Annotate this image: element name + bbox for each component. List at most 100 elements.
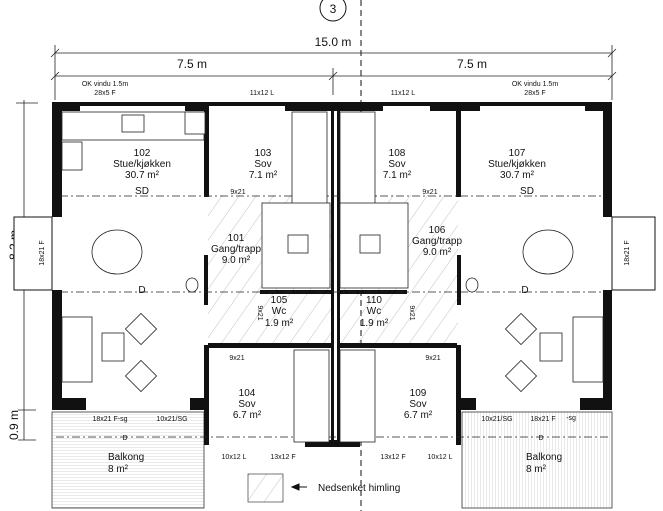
sofa-right — [572, 316, 604, 383]
room-106: 106 Gang/trapp 9.0 m² — [412, 225, 462, 258]
bed-109 — [339, 349, 376, 443]
chimney-left — [185, 277, 199, 293]
room-105: 105 Wc 1.9 m² — [265, 295, 294, 329]
grid-marker-label: 3 — [330, 2, 337, 16]
door-109: 9x21 — [425, 355, 440, 362]
d-label-left: D — [138, 285, 145, 296]
svg-text:107: 107 — [509, 148, 526, 159]
dimension-left-width: 7.5 m — [177, 57, 207, 71]
window-bottom-3: 13x12 F — [380, 454, 405, 461]
stove-icon — [184, 111, 206, 135]
dining-table-left — [91, 229, 143, 275]
sofa-left — [61, 316, 93, 383]
balcony-right-window-suffix: -sg — [566, 415, 576, 422]
svg-text:Sov: Sov — [254, 159, 271, 170]
room-102: 102 Stue/kjøkken 30.7 m² — [113, 148, 171, 181]
svg-text:105: 105 — [271, 295, 288, 306]
d-label-balcony-right: D — [538, 435, 543, 442]
svg-text:Balkong: Balkong — [108, 452, 144, 463]
room-103: 103 Sov 7.1 m² — [249, 148, 278, 181]
svg-text:Wc: Wc — [272, 306, 286, 317]
svg-text:9.0 m²: 9.0 m² — [222, 255, 251, 266]
room-110: 110 Wc 1.9 m² — [360, 295, 389, 329]
svg-text:108: 108 — [389, 148, 406, 159]
door-103: 9x21 — [230, 189, 245, 196]
legend-swatch — [247, 473, 284, 503]
dimension-balcony-depth: 0.9 m — [7, 410, 21, 440]
svg-text:Sov: Sov — [388, 159, 405, 170]
svg-text:1.9 m²: 1.9 m² — [360, 318, 389, 329]
svg-text:7.1 m²: 7.1 m² — [383, 170, 412, 181]
arrow-left-icon — [290, 483, 307, 491]
svg-text:Sov: Sov — [238, 399, 255, 410]
svg-text:Sov: Sov — [409, 399, 426, 410]
hob-icon — [61, 141, 83, 171]
svg-text:Gang/trapp: Gang/trapp — [211, 244, 261, 255]
chimney-right — [465, 277, 479, 293]
svg-text:102: 102 — [134, 148, 151, 159]
balcony-left-door: 10x21/SG — [156, 416, 187, 423]
svg-text:30.7 m²: 30.7 m² — [125, 170, 160, 181]
svg-text:1.9 m²: 1.9 m² — [265, 318, 294, 329]
svg-text:101: 101 — [228, 233, 245, 244]
grid-marker — [319, 0, 347, 22]
d-label-balcony-left: D — [122, 435, 127, 442]
dining-table-right — [522, 229, 574, 275]
balcony-right-door: 10x21/SG — [481, 416, 512, 423]
svg-text:Balkong: Balkong — [526, 452, 562, 463]
svg-text:109: 109 — [410, 388, 427, 399]
window-bottom-1: 10x12 L — [222, 454, 247, 461]
furniture — [61, 111, 604, 443]
balcony-right — [461, 411, 613, 509]
window-bottom-4: 10x12 L — [428, 454, 453, 461]
door-105: 9x21 — [256, 305, 263, 320]
side-window-right — [611, 216, 656, 291]
svg-text:7.1 m²: 7.1 m² — [249, 170, 278, 181]
window-side-right: 18x21 F — [624, 240, 631, 265]
window-note-top-left: OK vindu 1.5m — [82, 81, 128, 88]
window-top-right: 28x5 F — [524, 90, 545, 97]
bed-104 — [293, 349, 330, 443]
room-109: 109 Sov 6.7 m² — [404, 388, 433, 421]
sink-icon — [121, 114, 145, 133]
side-window-left — [13, 216, 53, 291]
svg-text:30.7 m²: 30.7 m² — [500, 170, 535, 181]
balcony-right-label: Balkong 8 m² — [526, 452, 562, 475]
window-top-mid-left: 11x12 L — [250, 90, 274, 97]
room-107: 107 Stue/kjøkken 30.7 m² — [488, 148, 546, 181]
svg-text:104: 104 — [239, 388, 256, 399]
sd-label-right: SD — [520, 186, 534, 197]
room-101: 101 Gang/trapp 9.0 m² — [211, 233, 261, 266]
balcony-left-window: 18x21 F-sg — [92, 416, 127, 423]
svg-text:9.0 m²: 9.0 m² — [423, 247, 452, 258]
legend-label: Nedsenket himling — [318, 483, 400, 494]
window-note-top-right: OK vindu 1.5m — [512, 81, 558, 88]
svg-text:Wc: Wc — [367, 306, 381, 317]
dimension-total-width: 15.0 m — [315, 35, 352, 49]
svg-text:Stue/kjøkken: Stue/kjøkken — [488, 159, 546, 170]
window-top-mid-right: 11x12 L — [391, 90, 415, 97]
svg-text:6.7 m²: 6.7 m² — [233, 410, 262, 421]
svg-text:103: 103 — [255, 148, 272, 159]
dimension-right-width: 7.5 m — [457, 57, 487, 71]
room-108: 108 Sov 7.1 m² — [383, 148, 412, 181]
door-108: 9x21 — [422, 189, 437, 196]
balcony-left — [51, 411, 205, 509]
svg-text:Stue/kjøkken: Stue/kjøkken — [113, 159, 171, 170]
door-104: 9x21 — [229, 355, 244, 362]
window-bottom-2: 13x12 F — [270, 454, 295, 461]
svg-text:Gang/trapp: Gang/trapp — [412, 236, 462, 247]
svg-text:8 m²: 8 m² — [526, 464, 547, 475]
svg-text:8 m²: 8 m² — [108, 464, 129, 475]
sd-label-left: SD — [135, 186, 149, 197]
svg-text:6.7 m²: 6.7 m² — [404, 410, 433, 421]
svg-text:110: 110 — [366, 295, 382, 306]
balcony-right-window: 18x21 F — [530, 416, 555, 423]
balcony-left-label: Balkong 8 m² — [108, 452, 144, 475]
walls — [52, 102, 612, 447]
window-top-left: 28x5 F — [94, 90, 115, 97]
window-side-left: 18x21 F — [39, 240, 46, 265]
dimension-lines — [16, 45, 617, 441]
door-110: 9x21 — [408, 305, 415, 320]
